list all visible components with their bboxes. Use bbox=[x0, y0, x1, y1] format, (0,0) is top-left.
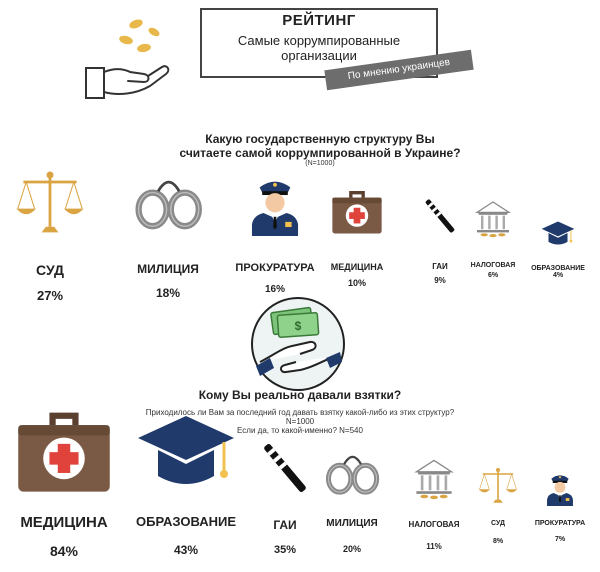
value-label: 43% bbox=[173, 543, 199, 557]
question1-line1: Какую государственную структуру Вы bbox=[205, 132, 435, 146]
question1-sample: (N=1000) bbox=[305, 160, 335, 167]
category-label: МИЛИЦИЯ bbox=[137, 262, 199, 276]
scales-icon bbox=[478, 466, 518, 506]
question1-line2: считаете самой коррумпированной в Украин… bbox=[179, 146, 461, 160]
prosecutor-icon bbox=[243, 172, 307, 236]
value-label: 7% bbox=[554, 536, 566, 543]
graduation-cap-icon bbox=[136, 400, 236, 500]
value-label: 11% bbox=[426, 542, 442, 551]
category-label: ГАИ bbox=[273, 518, 297, 532]
prosecutor-icon bbox=[542, 470, 578, 506]
category-label: ПРОКУРАТУРА bbox=[235, 262, 315, 274]
category-label: МЕДИЦИНА bbox=[20, 514, 108, 531]
graduation-cap-icon bbox=[541, 216, 575, 250]
bribe-exchange-icon: $ bbox=[250, 296, 346, 392]
handcuffs-icon bbox=[324, 444, 380, 500]
value-label: 84% bbox=[49, 543, 79, 559]
category-label: ГАИ bbox=[432, 262, 448, 271]
handcuffs-icon bbox=[133, 166, 203, 236]
category-label: ОБРАЗОВАНИЕ bbox=[136, 514, 236, 529]
tax-building-icon bbox=[412, 456, 456, 500]
value-label: 16% bbox=[264, 284, 285, 295]
category-label: СУД bbox=[491, 520, 505, 527]
question1-title: Какую государственную структуру Вы счита… bbox=[120, 132, 520, 160]
hand-coins-icon bbox=[78, 12, 178, 104]
value-label: 8% bbox=[492, 538, 504, 545]
scales-icon bbox=[15, 168, 85, 238]
question2-details: Приходилось ли Вам за последний год дава… bbox=[110, 408, 490, 435]
category-label: НАЛОГОВАЯ bbox=[470, 262, 516, 269]
value-label: 18% bbox=[155, 286, 181, 300]
value-label: 20% bbox=[342, 544, 361, 554]
value-label: 6% bbox=[487, 272, 499, 279]
medkit-icon bbox=[12, 396, 116, 500]
question2-line3: Если да, то какой-именно? N=540 bbox=[237, 426, 363, 435]
value-label: 9% bbox=[434, 276, 446, 285]
header-title: РЕЙТИНГ bbox=[282, 12, 356, 29]
category-label: ОБРАЗОВАНИЕ bbox=[531, 265, 585, 272]
question2-title: Кому Вы реально давали взятки? bbox=[198, 388, 402, 402]
value-label: 10% bbox=[347, 278, 366, 288]
question2-line1: Приходилось ли Вам за последний год дава… bbox=[145, 408, 455, 417]
header-subtitle-line2: организации bbox=[281, 48, 357, 63]
question2-line2: N=1000 bbox=[285, 417, 315, 426]
category-label: НАЛОГОВАЯ bbox=[408, 520, 460, 529]
svg-text:$: $ bbox=[295, 319, 302, 333]
category-label: МИЛИЦИЯ bbox=[326, 518, 378, 529]
category-label: МЕДИЦИНА bbox=[330, 262, 384, 272]
value-label: 27% bbox=[36, 288, 64, 303]
category-label: ПРОКУРАТУРА bbox=[534, 520, 586, 527]
header-subtitle-line1: Самые коррумпированные bbox=[237, 33, 401, 48]
tax-building-icon bbox=[473, 198, 513, 238]
value-label: 35% bbox=[273, 544, 297, 556]
value-label: 4% bbox=[552, 272, 564, 279]
header-subtitle: Самые коррумпированные организации bbox=[200, 33, 438, 63]
baton-icon bbox=[418, 194, 462, 238]
baton-icon bbox=[253, 436, 317, 500]
category-label: СУД bbox=[36, 262, 64, 278]
medkit-icon bbox=[329, 182, 385, 238]
